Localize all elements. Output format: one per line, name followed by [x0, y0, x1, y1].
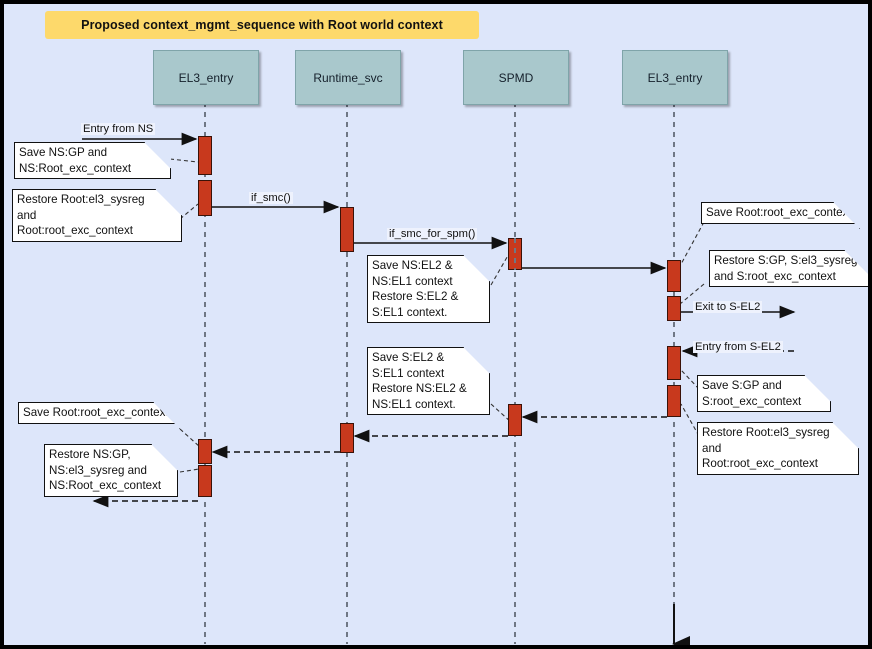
activation-bar-el3-right-3	[667, 346, 681, 380]
lifeline-label: SPMD	[498, 70, 534, 85]
page-title: Proposed context_mgmt_sequence with Root…	[81, 18, 443, 32]
lifeline-label: Runtime_svc	[313, 70, 383, 85]
note-save-s-gp: Save S:GP and S:root_exc_context	[697, 375, 831, 412]
activation-bar-el3-right-1	[667, 260, 681, 292]
activation-bar-el3-right-2	[667, 296, 681, 321]
activation-bar-el3-right-4	[667, 385, 681, 417]
lifeline-label: EL3_entry	[647, 70, 703, 85]
note-save-ns-gp: Save NS:GP and NS:Root_exc_context	[14, 142, 171, 179]
activation-bar-el3-left-1	[198, 136, 212, 175]
lifeline-head-runtime-svc[interactable]: Runtime_svc	[295, 50, 401, 105]
lifeline-head-el3-entry-left[interactable]: EL3_entry	[153, 50, 259, 105]
diagram-vector-layer	[82, 102, 796, 645]
activation-bar-el3-left-2	[198, 180, 212, 216]
activation-bar-el3-left-3	[198, 439, 212, 464]
note-save-s-el2-restore-ns-el2: Save S:EL2 & S:EL1 context Restore NS:EL…	[367, 347, 490, 415]
lifeline-head-el3-entry-right[interactable]: EL3_entry	[622, 50, 728, 105]
activation-bar-el3-left-4	[198, 465, 212, 497]
message-label-entry-from-s-el2: Entry from S-EL2	[693, 341, 783, 353]
note-save-ns-el2-restore-s-el2: Save NS:EL2 & NS:EL1 context Restore S:E…	[367, 255, 490, 323]
message-label-entry-from-ns: Entry from NS	[81, 123, 156, 135]
activation-bar-runtime-2	[340, 423, 354, 453]
message-label-if-smc: if_smc()	[249, 192, 293, 204]
lifeline-label: EL3_entry	[178, 70, 234, 85]
activation-bar-spmd-1	[508, 238, 522, 270]
note-restore-root-el3-sysreg: Restore Root:el3_sysreg and Root:root_ex…	[12, 189, 182, 242]
activation-bar-spmd-2	[508, 404, 522, 436]
diagram-title-banner: Proposed context_mgmt_sequence with Root…	[45, 11, 479, 39]
message-label-exit-to-s-el2: Exit to S-EL2	[693, 301, 763, 313]
note-save-root-exc-context-left: Save Root:root_exc_context	[18, 402, 180, 424]
note-restore-s-gp: Restore S:GP, S:el3_sysreg and S:root_ex…	[709, 250, 868, 287]
activation-bar-runtime-1	[340, 207, 354, 252]
message-label-if-smc-for-spm: if_smc_for_spm()	[387, 228, 478, 240]
note-save-root-exc-context-right: Save Root:root_exc_context	[701, 202, 860, 224]
lifeline-head-spmd[interactable]: SPMD	[463, 50, 569, 105]
note-restore-root-el3-sysreg-right: Restore Root:el3_sysreg and Root:root_ex…	[697, 422, 859, 475]
note-restore-ns-gp: Restore NS:GP, NS:el3_sysreg and NS:Root…	[44, 444, 178, 497]
